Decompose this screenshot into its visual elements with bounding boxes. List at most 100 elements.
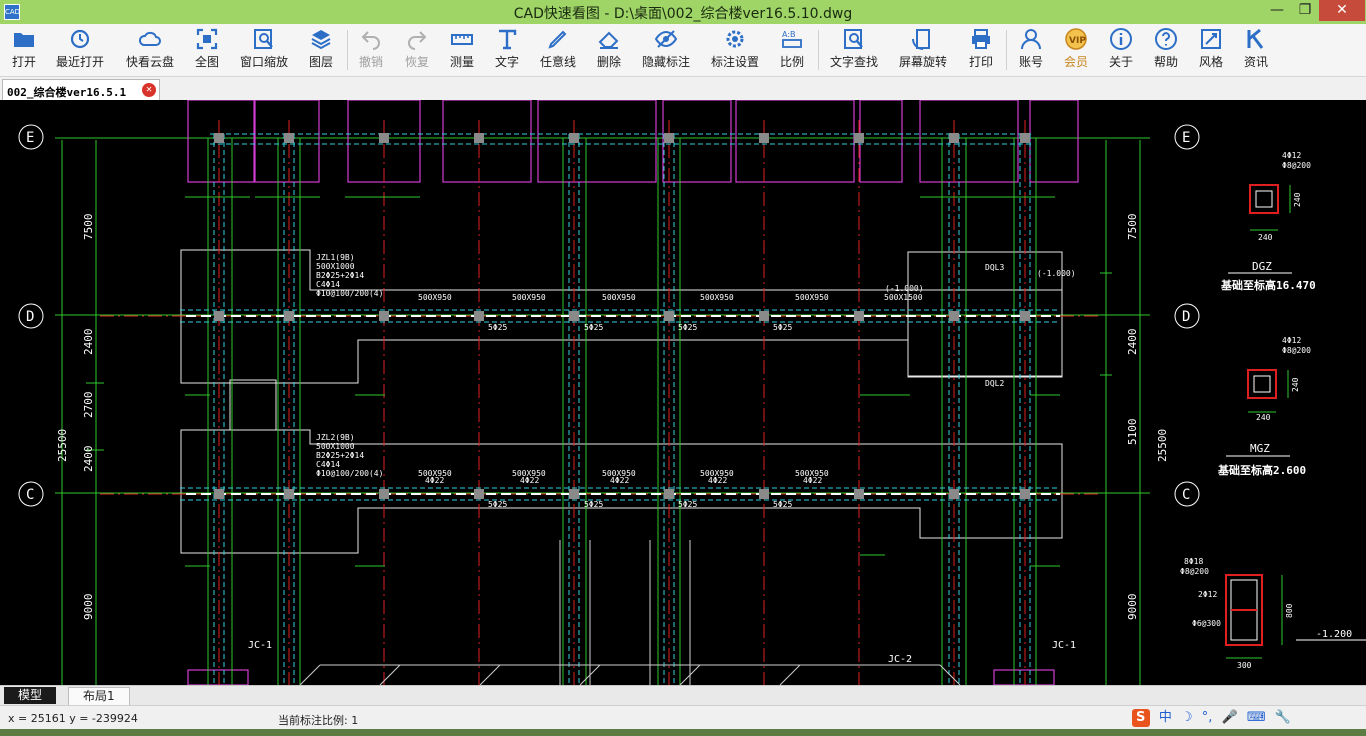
model-tab[interactable]: 模型 [4, 687, 57, 704]
axis-bubbles-left: E D C [18, 124, 44, 507]
hide-annotation-button[interactable]: 隐藏标注 [640, 27, 692, 73]
jc2-label: JC-2 [888, 654, 912, 665]
jzl-label: C4Φ14 [316, 280, 340, 289]
mgz-label: MGZ [1250, 442, 1270, 455]
print-button[interactable]: 打印 [966, 27, 996, 73]
fullview-button[interactable]: 全图 [190, 27, 224, 73]
ruler-icon [451, 34, 473, 45]
zoom-window-icon [254, 29, 273, 49]
ratio-button[interactable]: A:B 比例 [777, 27, 807, 73]
beam-size: 500X950 [700, 293, 734, 302]
column-lines [207, 138, 1037, 685]
moon-icon[interactable]: ☽ [1181, 710, 1193, 725]
col-dim: 240 [1291, 377, 1300, 392]
jzl-label: B2Φ25+2Φ14 [316, 451, 364, 460]
status-bar: x = 25161 y = -239924 当前标注比例: 1 S 中 ☽ °,… [0, 705, 1366, 730]
jzl-label: B2Φ25+2Φ14 [316, 271, 364, 280]
window-title: CAD快速看图 - D:\桌面\002_综合楼ver16.5.10.dwg [513, 6, 853, 22]
restore-button[interactable]: ❐ [1298, 2, 1312, 18]
account-button[interactable]: 账号 [1016, 27, 1046, 73]
cad-drawing: E D C E D C 7500 2400 2700 2400 9000 255… [18, 100, 1366, 685]
rebar-bottom: 5Φ25 [773, 323, 792, 332]
vip-icon: VIP [1065, 28, 1087, 50]
microphone-icon[interactable]: 🎤 [1221, 710, 1238, 725]
help-button[interactable]: 帮助 [1151, 27, 1181, 73]
text-button[interactable]: 文字 [492, 27, 522, 73]
axis-label-e: E [1182, 130, 1190, 146]
small-dimensions [185, 196, 1060, 567]
svg-text:A:B: A:B [782, 30, 796, 39]
punctuation-icon[interactable]: °, [1201, 710, 1213, 725]
beam-size: 500X950 [602, 293, 636, 302]
detail-rebar: 8Φ18 [1184, 557, 1203, 566]
jc1-label: JC-1 [248, 640, 272, 651]
eraser-icon [598, 31, 619, 49]
detail-waist: 2Φ12 [1198, 590, 1217, 599]
minimize-button[interactable]: — [1270, 2, 1284, 18]
keyboard-icon[interactable]: ⌨ [1246, 710, 1266, 725]
recent-button[interactable]: 最近打开 [52, 27, 108, 73]
ime-toolbar[interactable]: S 中 ☽ °, 🎤 ⌨ 🔧 [1131, 706, 1296, 728]
redo-button[interactable]: 恢复 [402, 27, 432, 73]
rebar-top: 4Φ22 [610, 476, 629, 485]
rebar-bottom: 5Φ25 [773, 500, 792, 509]
rebar-bottom: 5Φ25 [488, 323, 507, 332]
beam-size: 500X950 [795, 469, 829, 478]
toolbar-separator [1006, 30, 1007, 70]
col-dim: 240 [1293, 192, 1302, 207]
redo-icon [408, 31, 427, 50]
cloud-button[interactable]: 快看云盘 [122, 27, 178, 73]
layers-button[interactable]: 图层 [304, 27, 338, 73]
style-button[interactable]: 风格 [1196, 27, 1226, 73]
erase-button[interactable]: 删除 [594, 27, 624, 73]
sogou-logo-icon[interactable]: S [1131, 709, 1150, 727]
window-zoom-button[interactable]: 窗口缩放 [236, 27, 292, 73]
document-tab[interactable]: 002_综合楼ver16.5.1 ✕ [2, 79, 160, 101]
elev-label: (-1.000) [1037, 269, 1076, 278]
news-button[interactable]: 资讯 [1241, 27, 1271, 73]
wrench-icon[interactable]: 🔧 [1274, 710, 1291, 725]
text-icon [499, 29, 517, 50]
undo-button[interactable]: 撤销 [356, 27, 386, 73]
open-button[interactable]: 打开 [6, 27, 42, 73]
axis-bubble [1174, 303, 1200, 329]
text-find-button[interactable]: 文字查找 [827, 27, 881, 73]
annotation-scale: 当前标注比例: 1 [278, 714, 359, 727]
rebar-bottom: 5Φ25 [584, 323, 603, 332]
beam-size: 500X950 [700, 469, 734, 478]
close-tab-icon[interactable]: ✕ [142, 83, 156, 97]
beam-size: 500X950 [795, 293, 829, 302]
axis-label-e: E [26, 130, 34, 146]
fullscreen-icon [196, 28, 218, 50]
beam-size: 500X950 [512, 469, 546, 478]
ime-language[interactable]: 中 [1158, 710, 1172, 725]
annotation-settings-button[interactable]: 标注设置 [708, 27, 762, 73]
about-button[interactable]: 关于 [1106, 27, 1136, 73]
drawing-canvas[interactable]: E D C E D C 7500 2400 2700 2400 9000 255… [0, 100, 1366, 685]
pen-icon [548, 30, 567, 49]
close-button[interactable]: ✕ [1319, 0, 1365, 21]
member-button[interactable]: VIP 会员 [1061, 27, 1091, 73]
gear-icon [726, 30, 744, 48]
axis-label-d: D [1182, 309, 1190, 325]
toolbar-separator [347, 30, 348, 70]
rotate-screen-button[interactable]: 屏幕旋转 [896, 27, 950, 73]
beam-size: 500X950 [602, 469, 636, 478]
dim-right-0: 7500 [1126, 214, 1139, 241]
jzl-label: C4Φ14 [316, 460, 340, 469]
axis-label-d: D [26, 309, 34, 325]
axis-bubble [18, 481, 44, 507]
dim-right-4: 25500 [1156, 429, 1169, 462]
history-icon [70, 29, 90, 49]
rebar-lines [186, 315, 1060, 495]
freeline-button[interactable]: 任意线 [538, 27, 578, 73]
dgz-label: DGZ [1252, 260, 1272, 273]
elev-label: (-1.000) [885, 284, 924, 293]
rebar-bottom: 5Φ25 [584, 500, 603, 509]
columns [214, 133, 1030, 499]
ground-beam-lines [180, 133, 1060, 685]
axis-bubbles-right: E D C [1174, 124, 1200, 507]
layout1-tab[interactable]: 布局1 [68, 687, 130, 706]
dim-right-2: 5100 [1126, 419, 1139, 446]
measure-button[interactable]: 测量 [447, 27, 477, 73]
